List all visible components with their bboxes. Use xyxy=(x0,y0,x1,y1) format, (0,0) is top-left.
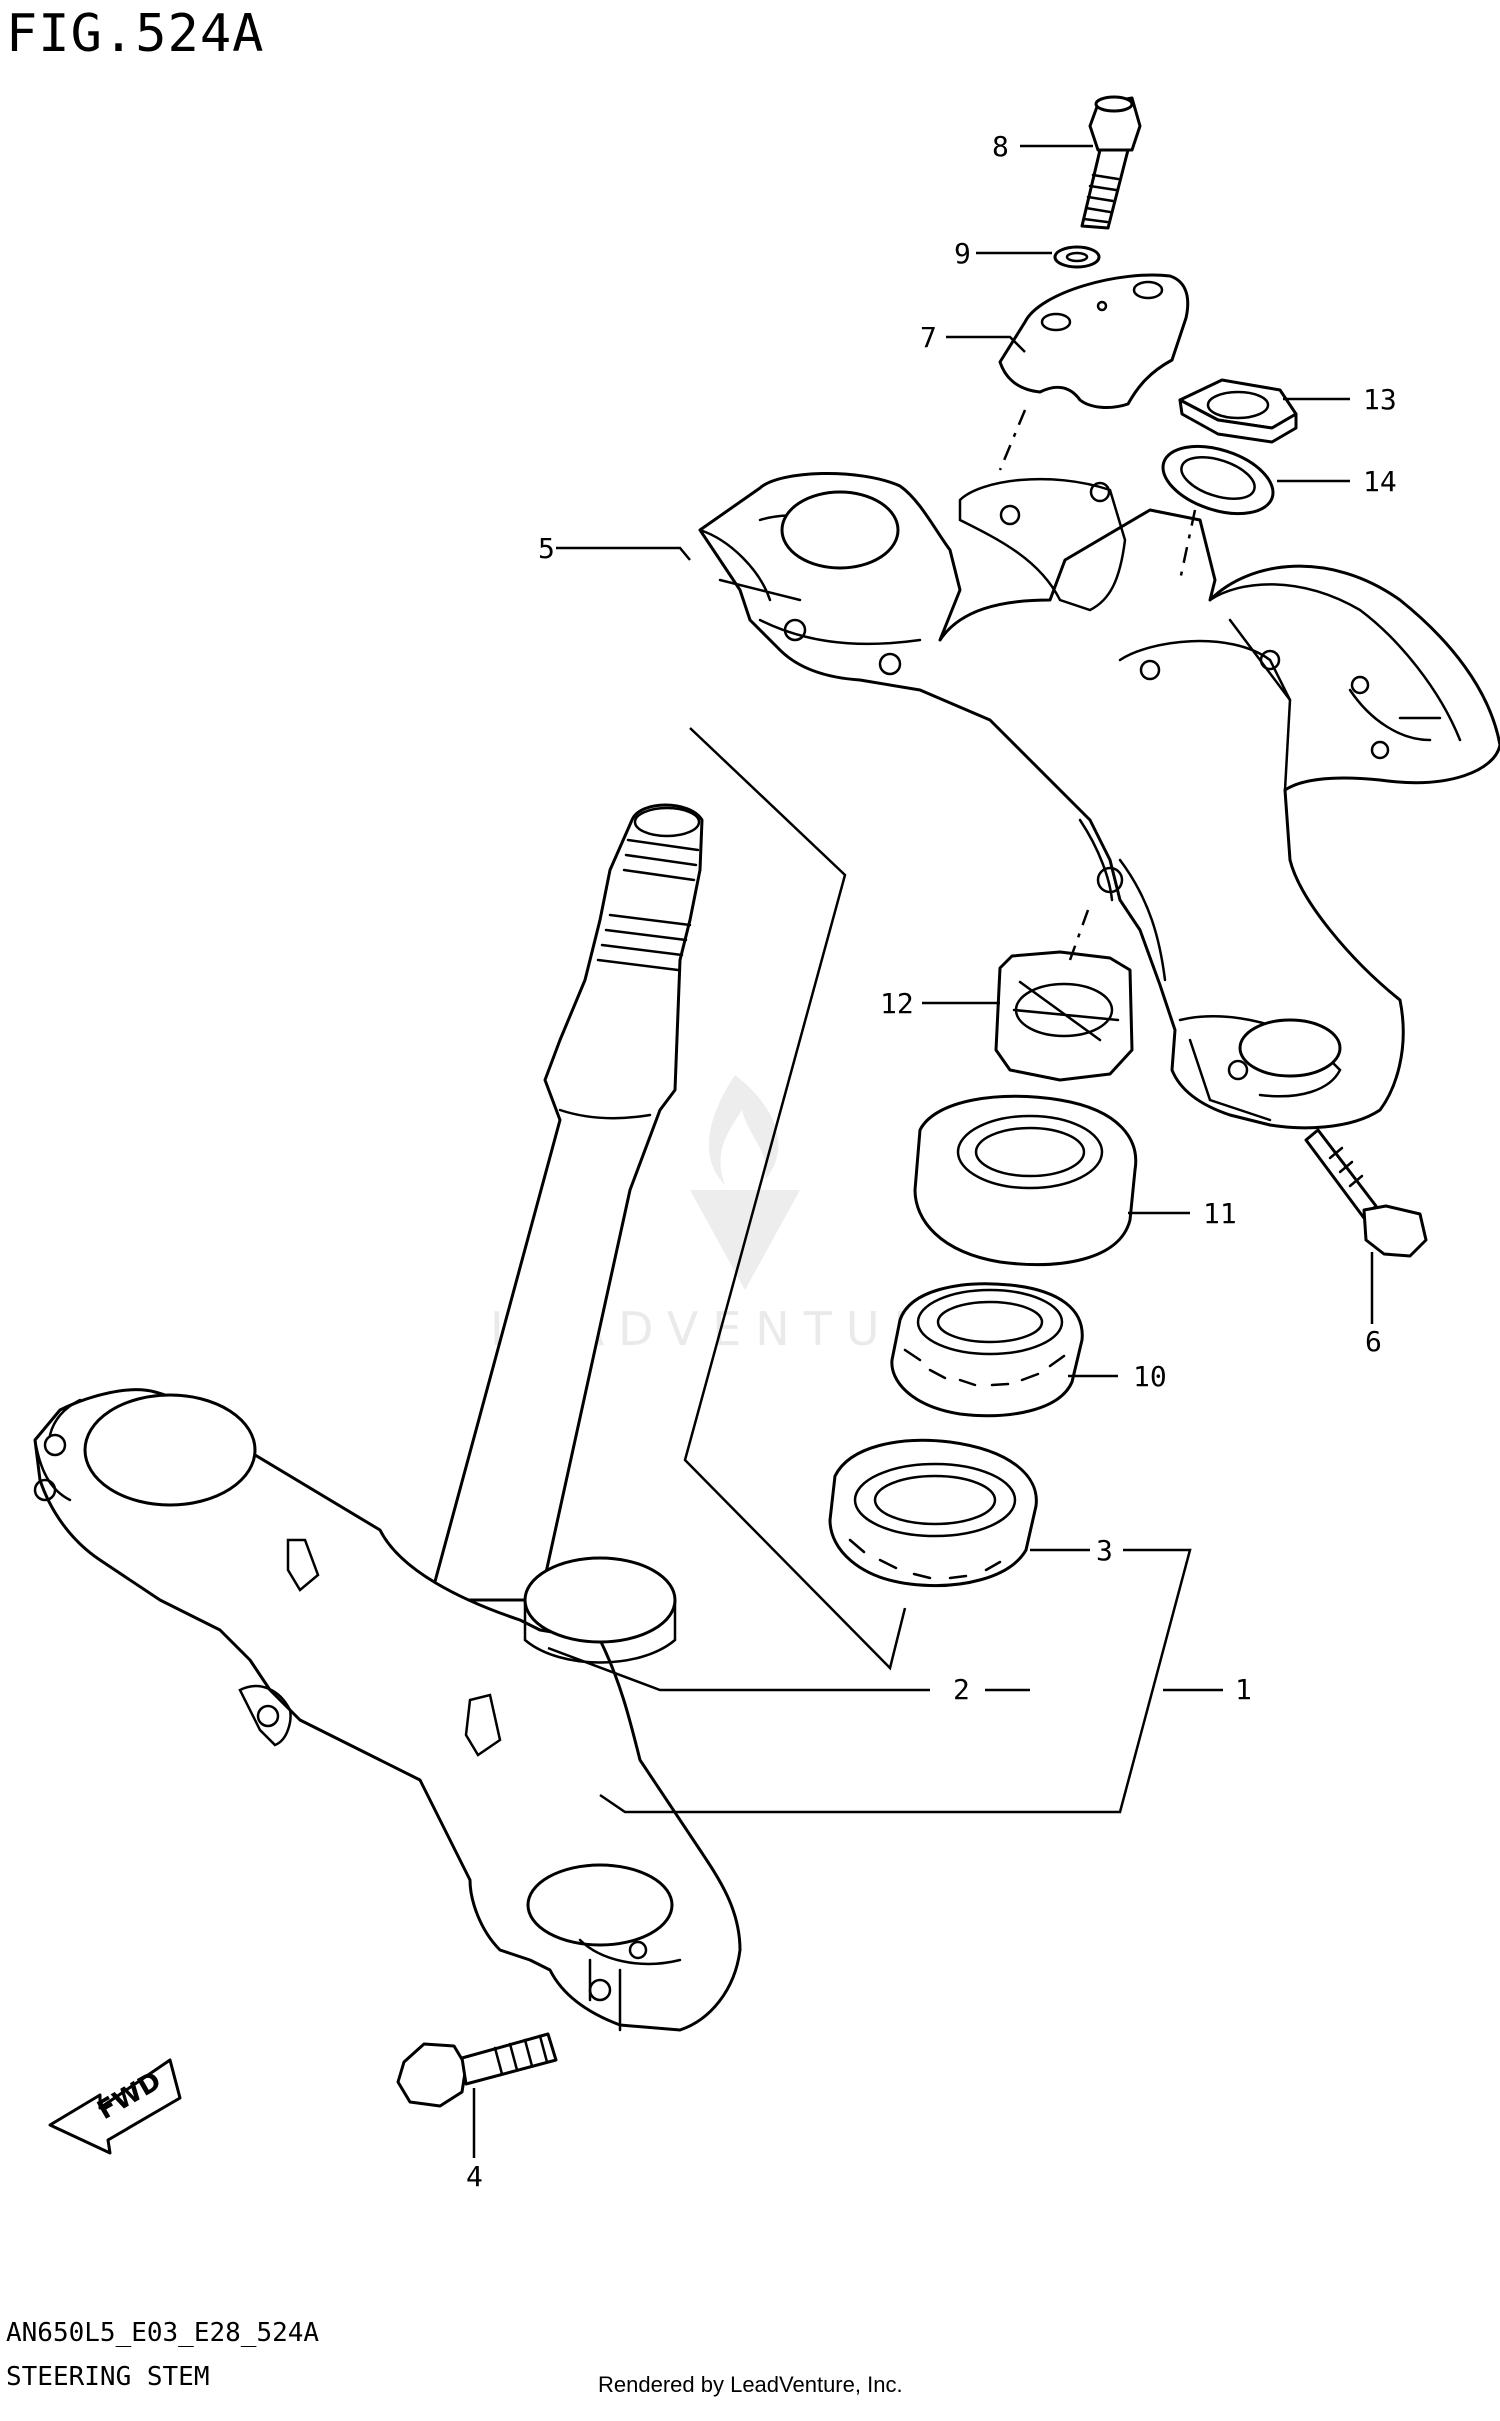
callout-7: 7 xyxy=(920,321,937,354)
callout-labels: 1 2 3 4 5 6 7 8 9 10 11 12 13 14 xyxy=(466,130,1397,2193)
part-4-bolt[interactable] xyxy=(396,2032,558,2108)
part-13-nut[interactable] xyxy=(1178,378,1298,444)
part-12-castle-nut[interactable] xyxy=(994,950,1134,1082)
assembly-outline xyxy=(683,727,907,1671)
part-9-washer[interactable] xyxy=(1053,245,1101,269)
part-1-steering-stem[interactable] xyxy=(33,803,742,2032)
rendered-by-credit: Rendered by LeadVenture, Inc. xyxy=(598,2372,903,2397)
callout-6: 6 xyxy=(1365,1325,1382,1358)
part-6-bolt[interactable] xyxy=(1304,1128,1428,1258)
alignment-lines xyxy=(998,409,1197,961)
callout-1: 1 xyxy=(1235,1673,1252,1706)
callout-4: 4 xyxy=(466,2160,483,2193)
part-10-bearing[interactable] xyxy=(890,1282,1084,1418)
part-14-washer[interactable] xyxy=(1155,434,1282,526)
part-5-upper-bracket[interactable] xyxy=(698,471,1500,1130)
callout-13: 13 xyxy=(1363,383,1397,416)
fwd-arrow-icon: FWD xyxy=(48,2058,182,2155)
callout-2: 2 xyxy=(953,1673,970,1706)
part-11-dust-seal[interactable] xyxy=(913,1094,1138,1267)
leader-lines xyxy=(472,144,1374,2158)
part-3-lower-bearing[interactable] xyxy=(828,1438,1038,1588)
callout-9: 9 xyxy=(954,237,971,270)
callout-8: 8 xyxy=(992,130,1009,163)
part-7-holder[interactable] xyxy=(998,273,1190,409)
callout-10: 10 xyxy=(1133,1360,1167,1393)
callout-3: 3 xyxy=(1096,1534,1113,1567)
callout-12: 12 xyxy=(880,987,914,1020)
callout-14: 14 xyxy=(1363,465,1397,498)
callout-11: 11 xyxy=(1203,1197,1237,1230)
part-8-bolt[interactable] xyxy=(1080,95,1142,230)
figure-title: FIG.524A xyxy=(6,4,265,64)
callout-5: 5 xyxy=(538,532,555,565)
figure-subtitle: STEERING STEM xyxy=(6,2362,210,2392)
figure-code: AN650L5_E03_E28_524A xyxy=(6,2318,320,2348)
